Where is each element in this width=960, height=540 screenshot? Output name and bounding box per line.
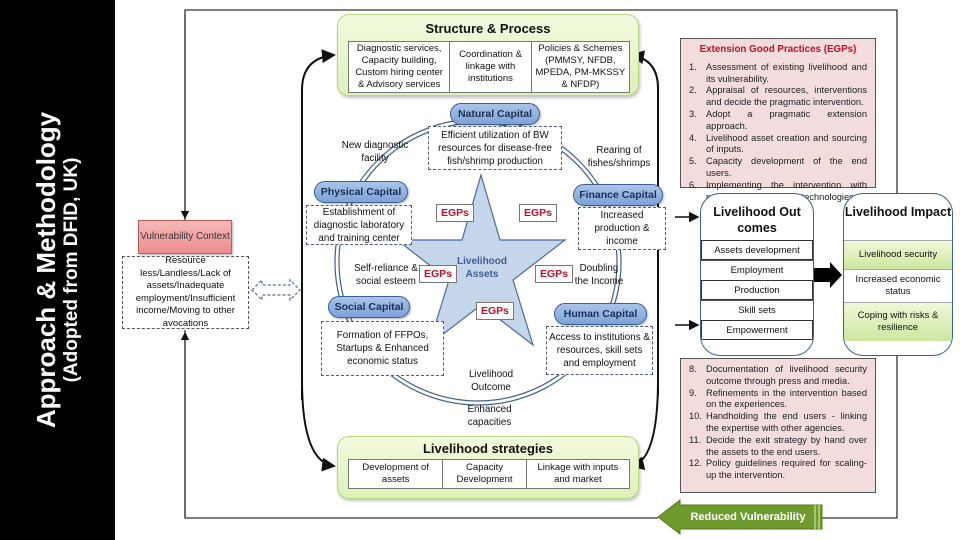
egp-list-item: 4. Livelihood asset creation and sourcing… bbox=[689, 133, 867, 157]
impact-item: Increased economic status bbox=[844, 269, 952, 302]
egp-item-text: Capacity development of the end users. bbox=[706, 156, 867, 178]
structure-process-title: Structure & Process bbox=[425, 21, 551, 36]
outcome-item: Production bbox=[701, 280, 813, 300]
egp-list-item: 12. Policy guidelines required for scalin… bbox=[689, 458, 867, 482]
egp-item-text: Assessment of existing livelihood and it… bbox=[706, 61, 867, 84]
egp-item-text: Handholding the end users - linking the … bbox=[706, 411, 867, 433]
egp-panel-bottom: 8. Documentation of livelihood security o… bbox=[680, 358, 876, 493]
egp-heading: Extension Good Practices (EGPs) bbox=[699, 44, 857, 55]
egp-item-number: 10. bbox=[689, 411, 702, 422]
egp-item-number: 12. bbox=[689, 458, 702, 469]
structure-cell-coordination: Coordination & linkage with institutions bbox=[450, 42, 532, 92]
structure-process-cells: Diagnostic services, Capacity building, … bbox=[348, 41, 630, 93]
impact-item: Coping with risks & resilience bbox=[844, 302, 952, 341]
egp-item-number: 3. bbox=[689, 108, 697, 119]
egp-item-number: 8. bbox=[689, 364, 697, 374]
egp-list-item: 2. Appraisal of resources, interventions … bbox=[689, 85, 867, 109]
arc-label-natural-physical: New diagnostic facility bbox=[341, 140, 409, 164]
livelihood-strategies-cells: Development of assets Capacity Developme… bbox=[348, 459, 630, 489]
egp-list-item: 9. Refinements in the intervention based … bbox=[689, 388, 867, 412]
title-main: Approach & Methodology bbox=[31, 111, 61, 429]
egp-tag-middle-right: EGPs bbox=[535, 265, 573, 283]
outcome-item: Empowerment bbox=[701, 320, 813, 340]
egp-item-text: Policy guidelines required for scaling-u… bbox=[706, 458, 867, 481]
egp-tag-upper-left: EGPs bbox=[436, 204, 474, 222]
egp-item-number: 6. bbox=[689, 179, 697, 190]
social-capital-pill: Social Capital bbox=[328, 296, 410, 318]
egp-list-item: 10. Handholding the end users - linking t… bbox=[689, 411, 867, 435]
natural-capital-pill: Natural Capital bbox=[450, 103, 540, 125]
egp-item-text: Decide the exit strategy by hand over th… bbox=[706, 434, 867, 457]
arc-label-natural-finance: Rearing of fishes/shrimps bbox=[587, 145, 651, 169]
egp-item-number: 4. bbox=[689, 132, 697, 143]
outcome-item: Employment bbox=[701, 260, 813, 280]
egp-list-item: 5. Capacity development of the end users. bbox=[689, 156, 867, 180]
physical-capital-detail: Establishment of diagnostic laboratory a… bbox=[306, 205, 412, 245]
egp-list-item: 3. Adopt a pragmatic extension approach. bbox=[689, 109, 867, 133]
egp-list-item: 8. Documentation of livelihood security o… bbox=[689, 364, 867, 388]
physical-capital-pill: Physical Capital bbox=[314, 181, 408, 203]
structure-cell-policies: Policies & Schemes (PMMSY, NFDB, MPEDA, … bbox=[535, 43, 626, 90]
left-curve-connector-bottom bbox=[301, 379, 336, 472]
strategy-cell-assets: Development of assets bbox=[349, 460, 444, 488]
egp-list-top: 1. Assessment of existing livelihood and … bbox=[681, 62, 875, 204]
egp-item-number: 5. bbox=[689, 156, 697, 167]
finance-capital-detail: Increased production & income bbox=[578, 207, 666, 250]
livelihood-assets-label: Livelihood Assets bbox=[457, 256, 507, 280]
arc-label-physical-social: Self-reliance & social esteem bbox=[354, 263, 418, 287]
egp-tag-middle-left: EGPs bbox=[419, 265, 457, 283]
slide-title: Approach & Methodology (Adopted from DFI… bbox=[31, 10, 83, 530]
finance-capital-pill: Finance Capital bbox=[573, 184, 663, 206]
thick-arrow-outcome-impact bbox=[812, 262, 842, 288]
egp-item-number: 11. bbox=[689, 434, 702, 445]
outer-frame-line-right bbox=[822, 505, 898, 519]
vulnerability-context-box: Vulnerability Context bbox=[138, 220, 232, 254]
egp-list-bottom: 8. Documentation of livelihood security o… bbox=[681, 364, 875, 482]
reduced-vulnerability-text: Reduced Vulnerability bbox=[690, 511, 806, 523]
strategy-cell-linkage: Linkage with inputs and market bbox=[537, 462, 619, 485]
egp-list-item: 1. Assessment of existing livelihood and … bbox=[689, 62, 867, 86]
egp-item-text: Appraisal of resources, interventions an… bbox=[706, 85, 867, 108]
impact-item: Livelihood security bbox=[844, 240, 952, 269]
egp-item-text: Documentation of livelihood security out… bbox=[706, 364, 867, 386]
egp-item-text: Livelihood asset creation and sourcing o… bbox=[706, 132, 867, 155]
arc-label-enhanced-capacities: Enhanced capacities bbox=[467, 404, 512, 428]
title-subtitle: (Adopted from DFID, UK) bbox=[61, 157, 82, 383]
livelihood-outcomes-title: Livelihood Out comes bbox=[713, 205, 801, 235]
structure-cell-services: Diagnostic services, Capacity building, … bbox=[349, 42, 451, 92]
egp-item-number: 9. bbox=[689, 387, 697, 398]
human-capital-detail: Access to institutions & resources, skil… bbox=[546, 326, 653, 375]
livelihood-strategies-panel: Livelihood strategies Development of ass… bbox=[337, 436, 639, 499]
arc-label-livelihood-outcome: Livelihood Outcome bbox=[468, 369, 514, 393]
livelihood-impact-panel: Livelihood Impact Livelihood security In… bbox=[843, 193, 953, 356]
title-band: Approach & Methodology (Adopted from DFI… bbox=[0, 0, 115, 540]
livelihood-strategies-title: Livelihood strategies bbox=[422, 441, 554, 456]
egp-item-text: Adopt a pragmatic extension approach. bbox=[706, 108, 867, 131]
natural-capital-detail: Efficient utilization of BW resources fo… bbox=[428, 126, 562, 170]
egp-item-number: 2. bbox=[689, 85, 697, 96]
strategy-cell-capacity: Capacity Development bbox=[443, 460, 527, 488]
egp-item-number: 1. bbox=[689, 61, 697, 72]
egp-tag-bottom: EGPs bbox=[476, 302, 514, 320]
vulnerability-detail-box: Resource less/Landless/Lack of assets/In… bbox=[122, 255, 249, 329]
structure-process-panel: Structure & Process Diagnostic services,… bbox=[337, 14, 639, 96]
reduced-vulnerability-arrow-label: Reduced Vulnerability bbox=[658, 503, 822, 531]
double-arrow-dashed bbox=[251, 278, 301, 302]
outcome-item: Skill sets bbox=[701, 300, 813, 320]
social-capital-detail: Formation of FFPOs, Startups & Enhanced … bbox=[321, 321, 444, 376]
egp-item-text: Refinements in the intervention based on… bbox=[706, 387, 867, 410]
egp-panel-top: Extension Good Practices (EGPs) 1. Assess… bbox=[680, 38, 876, 202]
outcome-item: Assets development bbox=[701, 240, 813, 260]
arc-label-finance-human: Doubling the Income bbox=[574, 263, 624, 287]
livelihood-outcomes-panel: Livelihood Out comes Assets development … bbox=[700, 193, 814, 356]
livelihood-impact-title: Livelihood Impact bbox=[844, 205, 952, 219]
egp-tag-upper-right: EGPs bbox=[519, 204, 557, 222]
human-capital-pill: Human Capital bbox=[554, 303, 647, 325]
egp-list-item: 11. Decide the exit strategy by hand over… bbox=[689, 435, 867, 459]
